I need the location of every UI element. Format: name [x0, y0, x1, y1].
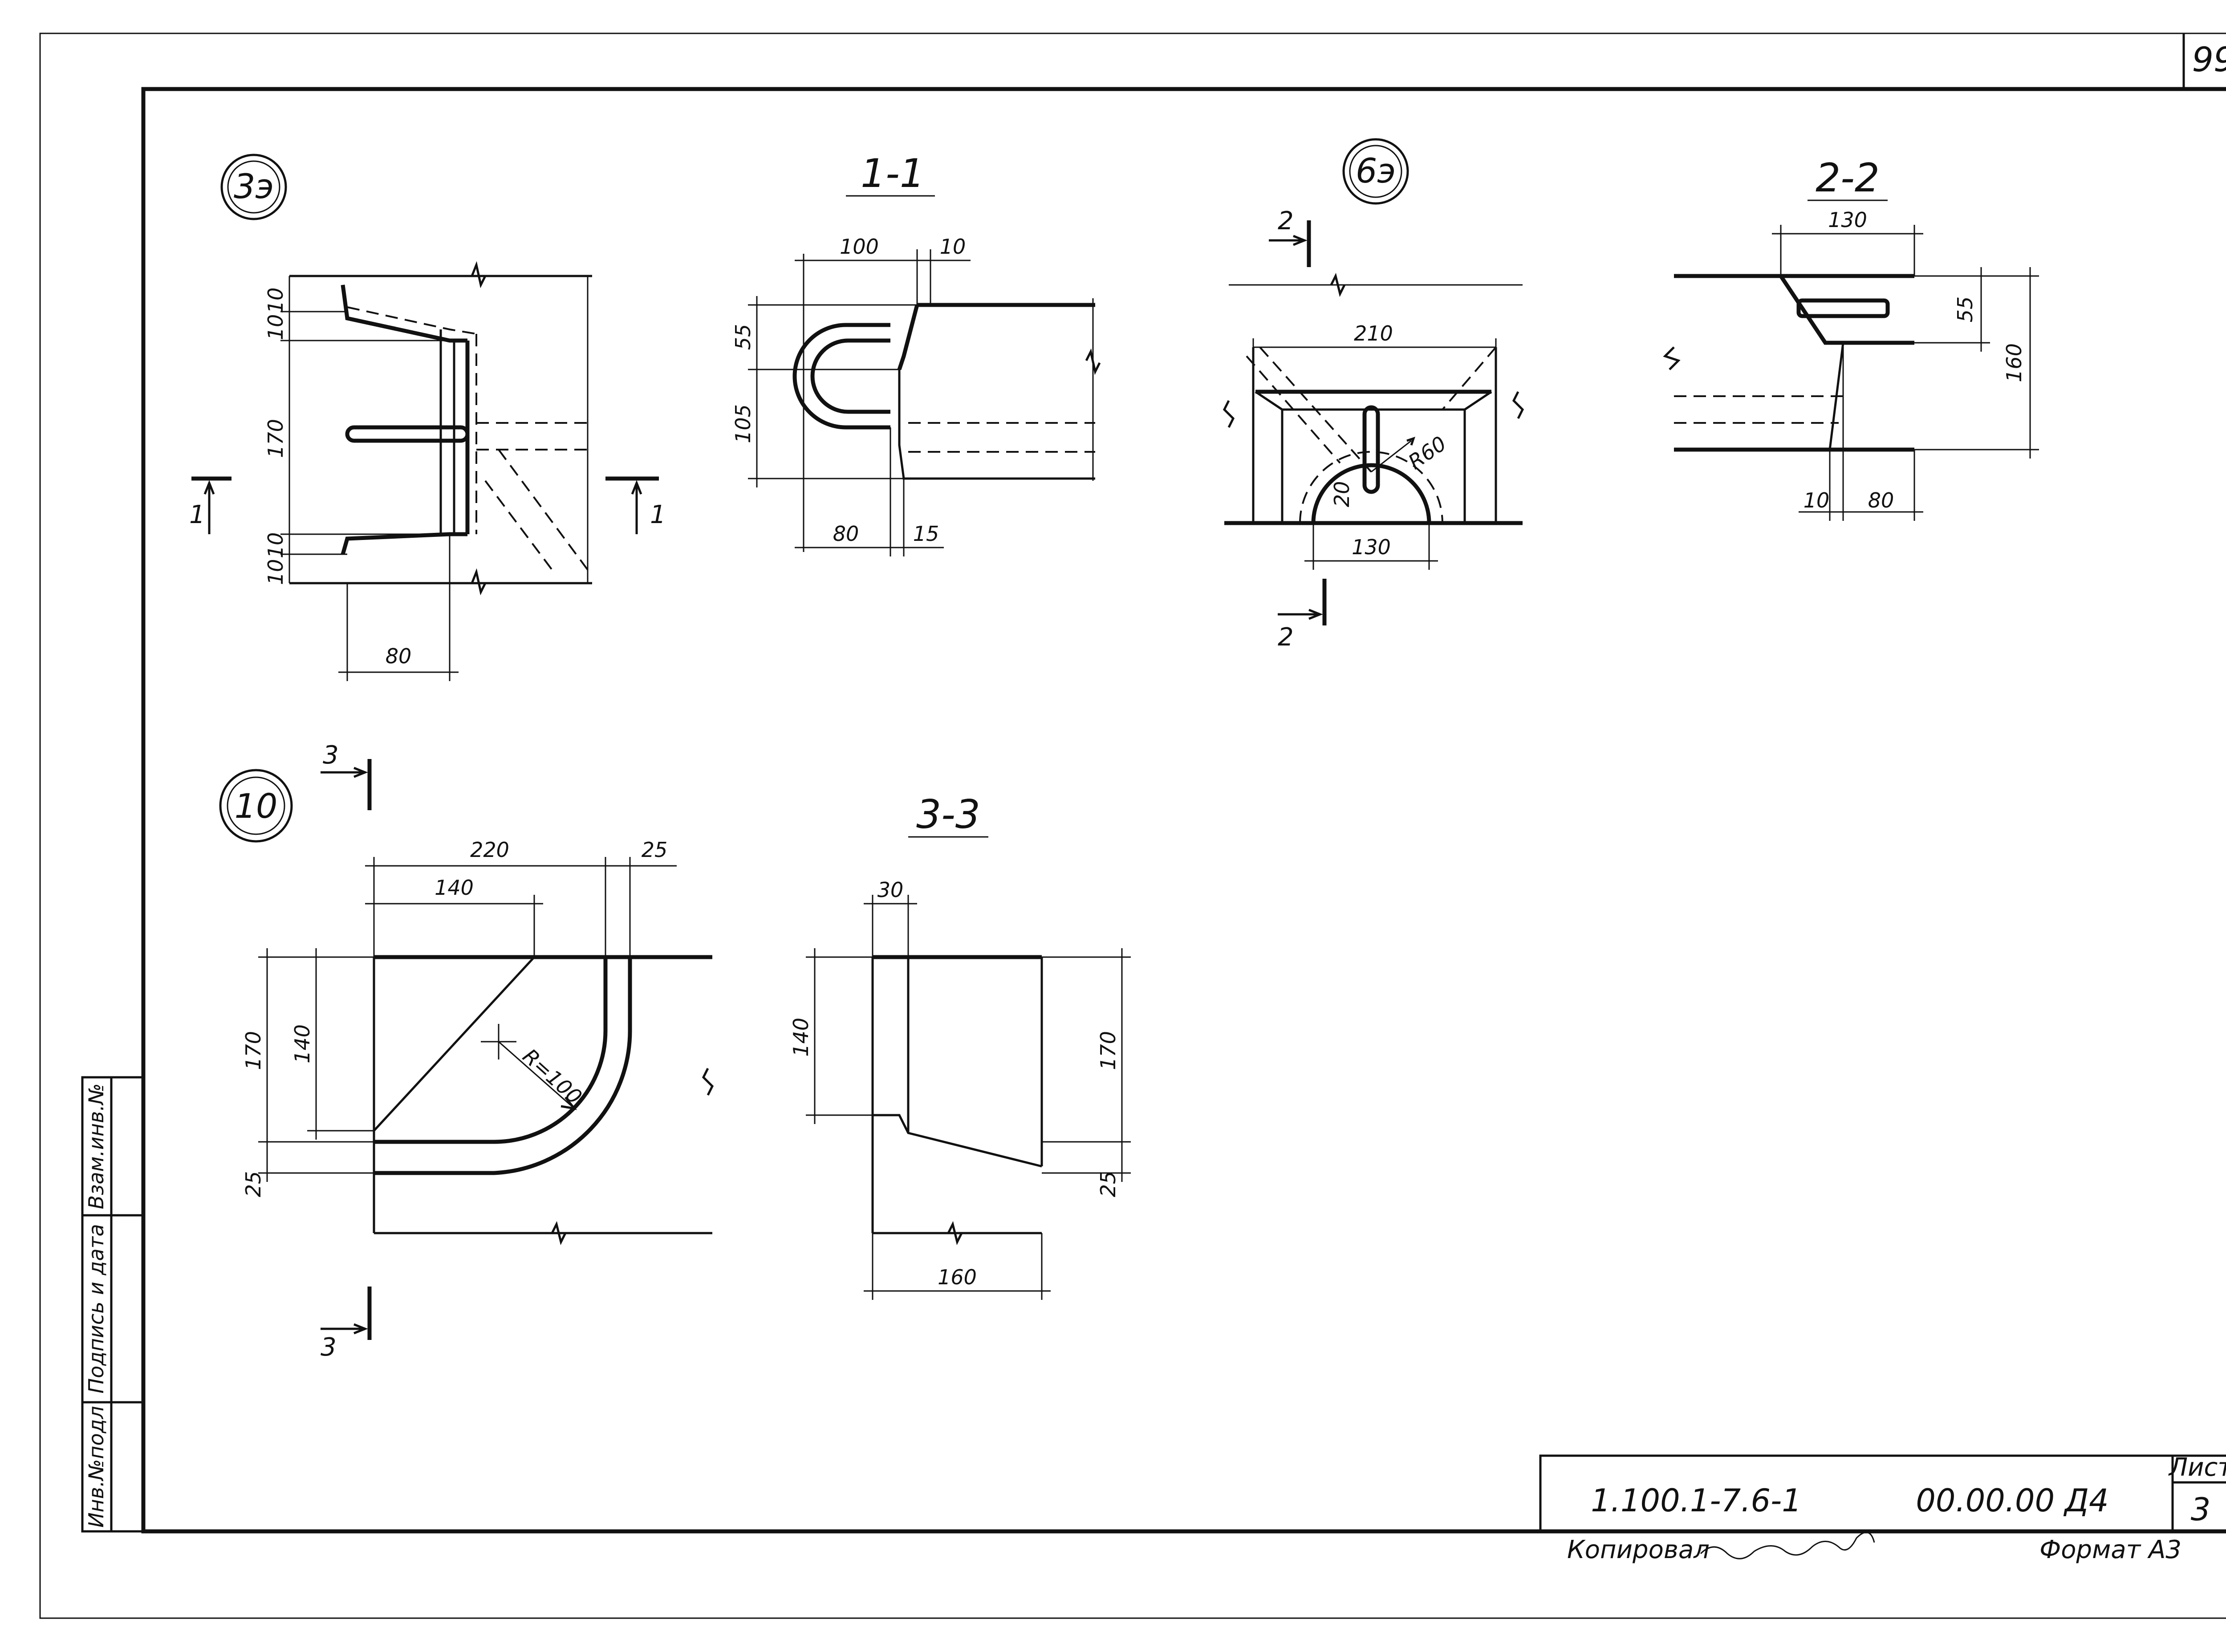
- section-2-2-title: 2-2: [1816, 155, 1880, 201]
- s22-dim-130: 130: [1828, 208, 1867, 232]
- sheet-label: Лист: [2168, 1453, 2226, 1482]
- s33-dim-25: 25: [1096, 1171, 1120, 1197]
- s11-dim-55: 55: [731, 324, 755, 350]
- node-6e-mark: 6э: [1356, 151, 1396, 191]
- node-3e-dim-10d: 10: [264, 559, 288, 585]
- sheet-number: 3: [2191, 1491, 2211, 1528]
- title-block: 1.100.1-7.6-1 00.00.00 Д4 Лист 3: [1539, 1453, 2226, 1533]
- section-1-1: 1-1 100 10 55 105 80 15: [731, 150, 1101, 556]
- s22-dim-80: 80: [1868, 488, 1894, 512]
- s33-dim-160: 160: [938, 1265, 977, 1289]
- node-3e-dim-10b: 10: [264, 314, 288, 341]
- s33-dim-140: 140: [789, 1018, 813, 1057]
- s22-dim-10: 10: [1804, 488, 1830, 512]
- section-3-3-title: 3-3: [916, 791, 980, 837]
- node-3e-mark-outer: [220, 154, 287, 220]
- node-6e-dim-210: 210: [1354, 321, 1393, 345]
- copier-signature: [1700, 1531, 1875, 1559]
- node-6e-mark-inner: [1349, 145, 1402, 198]
- node-3e-dim-10c: 10: [264, 532, 288, 559]
- s11-dim-15: 15: [913, 522, 939, 546]
- node-10: 10 R=100 220 25 140 170 140 25: [219, 741, 714, 1362]
- node-3e-cut-right: 1: [650, 500, 666, 529]
- node-3e-cut-left: 1: [189, 500, 205, 529]
- s22-dim-55: 55: [1953, 296, 1977, 323]
- node-10-dim-25b: 25: [241, 1171, 265, 1197]
- node-10-dim-140a: 140: [435, 876, 474, 900]
- node-6e-dim-20: 20: [1330, 481, 1354, 507]
- node-6e-dim-r60: R60: [1404, 431, 1450, 474]
- node-6e-mark-outer: [1342, 138, 1409, 205]
- node-10-cut-top: 3: [323, 741, 339, 770]
- s11-dim-10: 10: [940, 235, 966, 259]
- s33-dim-30: 30: [877, 878, 904, 902]
- section-2-2: 2-2 130 55 160 10 80: [1663, 155, 2039, 521]
- page-number-box: [2182, 33, 2226, 90]
- node-3e-mark-inner: [227, 160, 280, 214]
- node-3e-dim-10a: 10: [264, 288, 288, 314]
- s11-dim-100: 100: [840, 235, 879, 259]
- node-3e-mark: 3э: [234, 166, 274, 206]
- s22-dim-160: 160: [2002, 343, 2026, 382]
- node-10-cut-bottom: 3: [321, 1333, 337, 1362]
- s33-dim-170: 170: [1096, 1031, 1120, 1070]
- node-3e: 3э 10 10 170 10 10 80: [189, 154, 666, 681]
- side-table: Взам.инв.№ Подпись и дата Инв.№подл: [81, 1076, 145, 1533]
- document-code: 1.100.1-7.6-1: [1591, 1482, 1802, 1519]
- inner-frame: [141, 87, 2226, 1534]
- node-10-dim-r100: R=100: [518, 1044, 587, 1109]
- section-1-1-title: 1-1: [861, 150, 925, 196]
- page-number: 99: [2192, 40, 2226, 79]
- side-table-signature: Подпись и дата: [84, 1224, 108, 1393]
- section-3-3: 3-3 30 140 170 25 160: [789, 791, 1131, 1300]
- node-10-dim-170: 170: [241, 1031, 265, 1070]
- s11-dim-80: 80: [833, 522, 859, 546]
- node-10-dim-220: 220: [470, 838, 509, 862]
- node-10-dim-140b: 140: [290, 1024, 314, 1063]
- node-3e-dim-80: 80: [386, 644, 412, 668]
- side-table-replace: Взам.инв.№: [84, 1083, 108, 1209]
- node-10-mark-inner: [227, 776, 285, 835]
- outer-frame: [39, 32, 2226, 1619]
- node-3e-dim-170: 170: [264, 419, 288, 458]
- node-6e-cut-top: 2: [1278, 207, 1294, 235]
- copied-label: Копировал: [1567, 1535, 1710, 1564]
- s11-dim-105: 105: [731, 404, 755, 443]
- node-6e: 6э R60 20 210 130: [1223, 138, 1524, 652]
- node-6e-cut-bottom: 2: [1278, 623, 1294, 652]
- node-6e-dim-130: 130: [1352, 535, 1391, 559]
- format-label: Формат А3: [2039, 1535, 2181, 1564]
- node-10-mark-outer: [219, 769, 293, 843]
- side-table-inventory: Инв.№подл: [84, 1406, 108, 1527]
- node-10-dim-25a: 25: [642, 838, 668, 862]
- node-10-mark: 10: [235, 786, 278, 826]
- document-designation: 00.00.00 Д4: [1916, 1482, 2108, 1519]
